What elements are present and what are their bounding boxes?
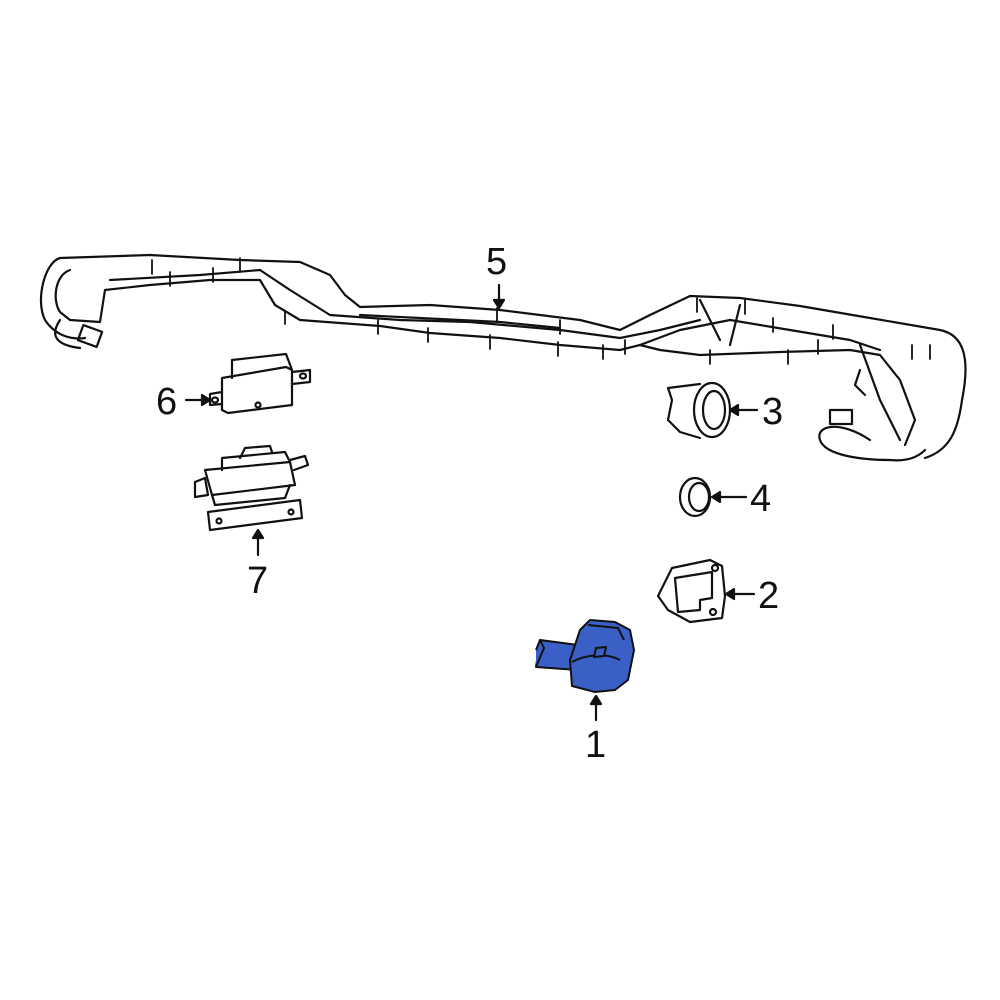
retainer-drawing[interactable]: [666, 381, 732, 440]
park-assist-sensor-drawing[interactable]: [535, 619, 635, 693]
leader-arrows: [184, 283, 759, 722]
callout-3[interactable]: 3: [762, 391, 784, 433]
module-bracket-drawing[interactable]: [193, 444, 310, 532]
bracket-drawing[interactable]: [656, 558, 727, 624]
callout-6[interactable]: 6: [156, 381, 178, 423]
seal-drawing[interactable]: [678, 476, 712, 518]
callout-2[interactable]: 2: [758, 575, 780, 617]
wiring-harness[interactable]: [40, 253, 967, 462]
callout-4[interactable]: 4: [750, 478, 772, 520]
callout-1[interactable]: 1: [585, 724, 607, 766]
control-module-drawing[interactable]: [208, 352, 312, 415]
callout-5[interactable]: 5: [486, 241, 508, 283]
callout-7[interactable]: 7: [247, 560, 269, 602]
